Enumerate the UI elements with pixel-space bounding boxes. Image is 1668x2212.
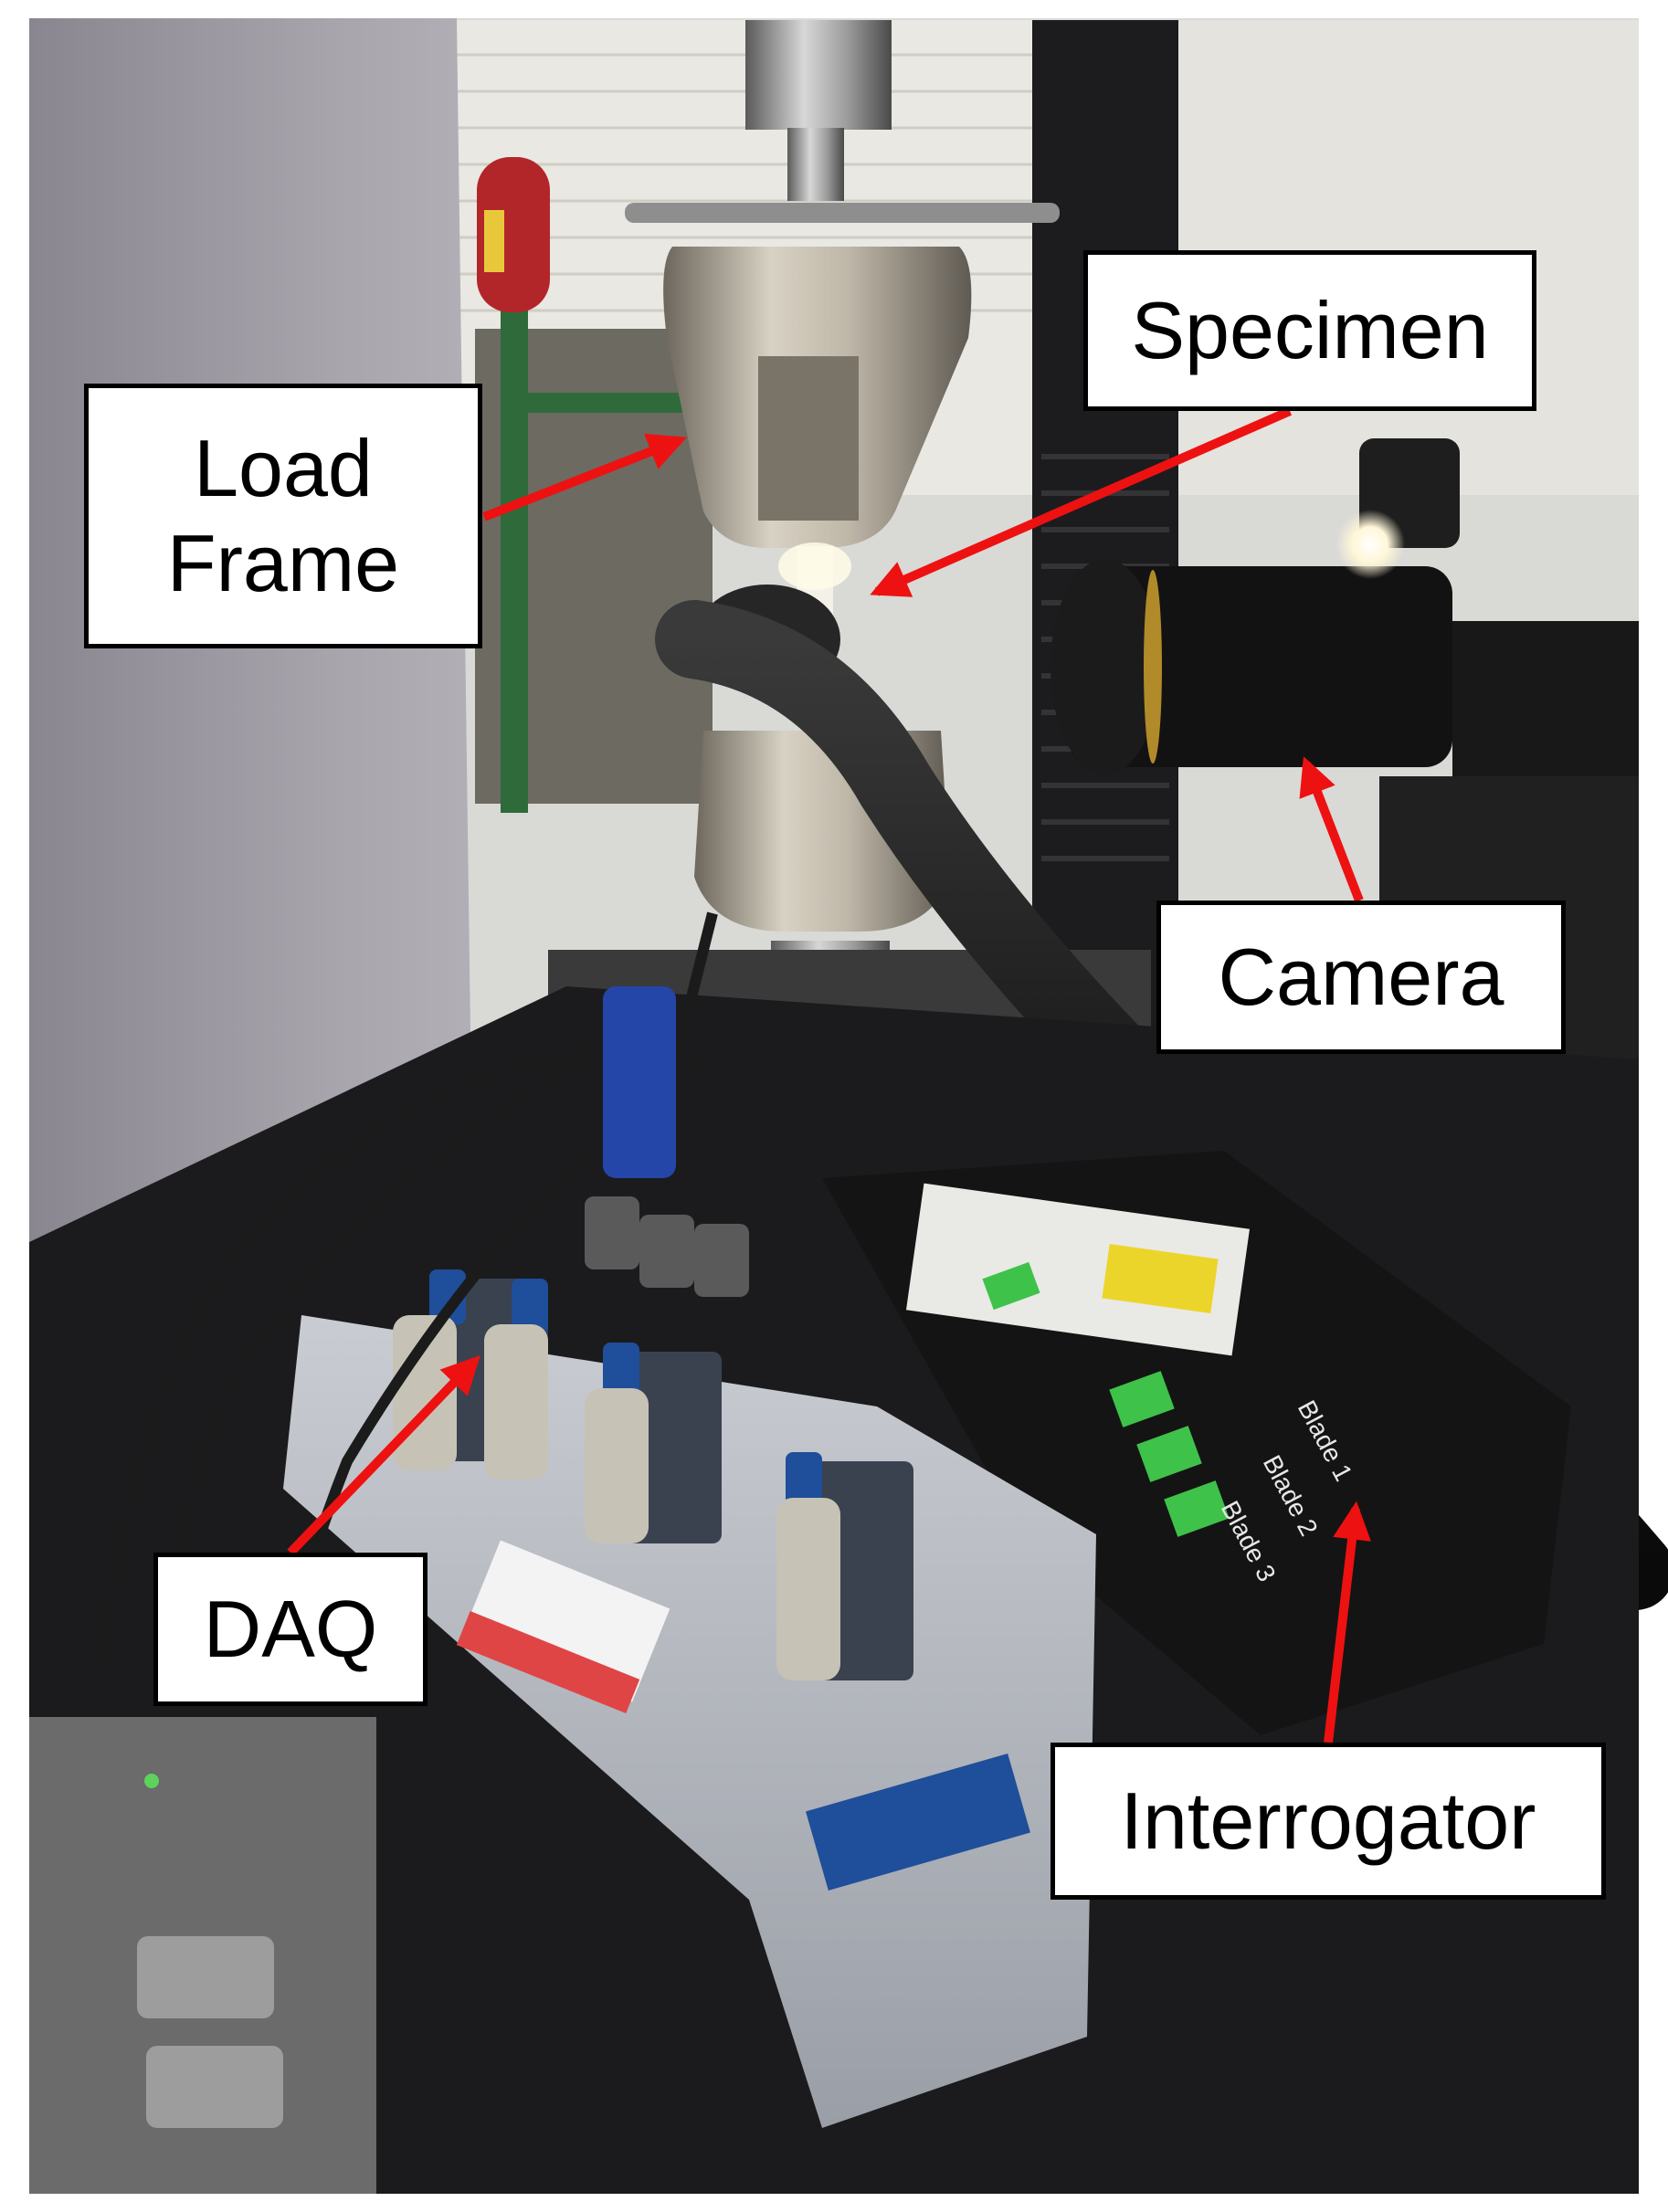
load-frame-callout: Load Frame xyxy=(84,384,482,648)
camera-callout: Camera xyxy=(1156,901,1566,1054)
upper-grip-jaw xyxy=(758,356,859,521)
interrogator-label-sticker xyxy=(906,1183,1250,1356)
camera-label: Camera xyxy=(1218,932,1504,1023)
arrow-interrogator xyxy=(1324,1501,1371,1743)
accumulator-label xyxy=(484,210,504,272)
red-accumulator xyxy=(477,157,550,312)
green-rack xyxy=(501,301,528,813)
arrow-load-frame xyxy=(482,433,687,521)
blue-velcro-strap xyxy=(603,986,676,1178)
camera-lens-barrel xyxy=(1069,566,1452,767)
grip-shaft xyxy=(787,128,844,201)
led-glow xyxy=(1335,510,1405,579)
arrow-daq xyxy=(287,1354,480,1556)
lens-gold-ring xyxy=(1144,570,1162,764)
specimen-label: Specimen xyxy=(1131,285,1489,376)
daq-label: DAQ xyxy=(203,1584,378,1675)
annotation-arrows xyxy=(287,406,1371,1743)
specimen-glare xyxy=(778,542,851,590)
daq-barcode-label xyxy=(462,1540,670,1702)
load-frame-label-line-1: Load xyxy=(194,423,373,514)
interrogator-label: Interrogator xyxy=(1120,1775,1536,1867)
arrow-specimen xyxy=(870,406,1293,597)
status-led xyxy=(144,1774,159,1788)
daq-blue-logo xyxy=(806,1754,1030,1891)
fiber-connectors xyxy=(982,1261,1230,1537)
green-rack-bar xyxy=(501,393,729,413)
interrogator-callout: Interrogator xyxy=(1050,1743,1606,1900)
camera-body xyxy=(1452,621,1639,776)
load-frame-label-line-2: Frame xyxy=(166,518,400,608)
daq-red-tape xyxy=(456,1610,640,1714)
camera-lens-front xyxy=(1050,559,1160,774)
bnc-connectors xyxy=(585,1196,749,1297)
d-sub-connectors xyxy=(137,1936,283,2128)
grip-handle xyxy=(625,203,1060,223)
laser-warning-sticker xyxy=(1102,1243,1219,1314)
daq-callout: DAQ xyxy=(153,1553,428,1706)
specimen-callout: Specimen xyxy=(1083,250,1536,411)
arrow-camera xyxy=(1299,756,1364,902)
load-cell xyxy=(745,20,892,130)
